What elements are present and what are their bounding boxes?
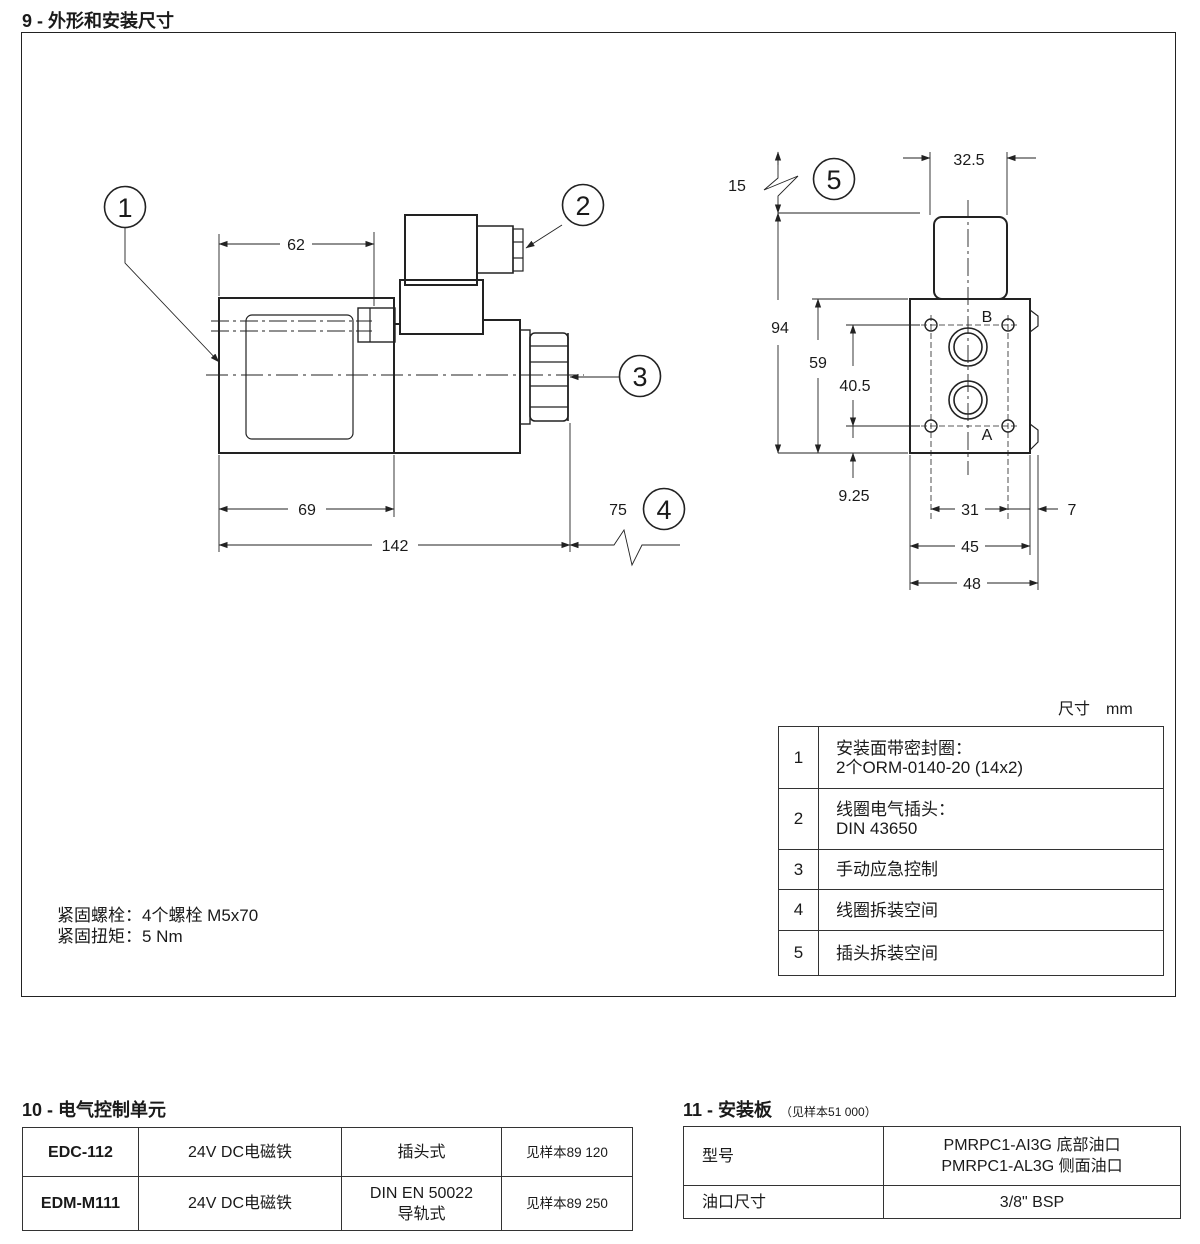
table-row: 油口尺寸 3/8" BSP — [683, 1185, 1181, 1219]
dim-32-5: 32.5 — [953, 152, 984, 169]
dim-59: 59 — [809, 355, 827, 372]
dim-75: 75 — [609, 502, 627, 519]
subplate-table: 型号 PMRPC1-AI3G 底部油口 PMRPC1-AL3G 侧面油口 油口尺… — [683, 1126, 1181, 1219]
fastener-notes: 紧固螺栓：4个螺栓 M5x70 紧固扭矩：5 Nm — [57, 905, 258, 947]
port-a-label: A — [982, 427, 993, 444]
valve-end-view — [763, 151, 1058, 590]
legend-num: 2 — [778, 788, 819, 850]
table-row: 型号 PMRPC1-AI3G 底部油口 PMRPC1-AL3G 侧面油口 — [683, 1126, 1181, 1186]
plug-top — [933, 216, 1008, 300]
type-cell: 插头式 — [341, 1127, 502, 1177]
dim-69: 69 — [298, 502, 316, 519]
dim-9-25: 9.25 — [838, 488, 869, 505]
fastener-bolts: 紧固螺栓：4个螺栓 M5x70 — [57, 906, 259, 925]
plug-base — [399, 279, 484, 335]
dim-7: 7 — [1068, 502, 1077, 519]
dim-62: 62 — [287, 237, 305, 254]
dim-40-5: 40.5 — [839, 378, 870, 395]
legend-table: 1 安装面带密封圈： 2个ORM-0140-20 (14x2) 2 线圈电气插头… — [778, 726, 1164, 976]
legend-row: 5 插头拆装空间 — [778, 930, 1164, 976]
solenoid-side-view — [124, 214, 680, 567]
tube-body — [393, 319, 521, 454]
dim-142: 142 — [382, 538, 409, 555]
legend-num: 1 — [778, 726, 819, 789]
callout-5-label: 5 — [826, 165, 841, 195]
port-b-label: B — [982, 309, 993, 326]
desc-cell: 24V DC电磁铁 — [138, 1127, 342, 1177]
dim-15: 15 — [728, 178, 746, 195]
callout-2-label: 2 — [575, 191, 590, 221]
drawing-frame — [21, 32, 1176, 997]
legend-text: 安装面带密封圈： 2个ORM-0140-20 (14x2) — [818, 726, 1164, 789]
legend-row: 4 线圈拆装空间 — [778, 889, 1164, 931]
technical-drawing: 62 69 142 75 15 32.5 94 59 40.5 9.25 31 … — [103, 151, 1077, 593]
valve-body — [909, 298, 1031, 454]
table-row: EDC-112 24V DC电磁铁 插头式 见样本89 120 — [22, 1127, 633, 1177]
type-cell: DIN EN 50022 导轨式 — [341, 1176, 502, 1231]
section-11-title: 11 - 安装板（见样本51 000） — [683, 1100, 877, 1120]
section-11-note: （见样本51 000） — [780, 1105, 877, 1119]
value-cell: 3/8" BSP — [883, 1185, 1181, 1219]
fastener-torque: 紧固扭矩：5 Nm — [57, 927, 183, 946]
callout-4 — [642, 487, 686, 531]
dim-31: 31 — [961, 502, 979, 519]
legend-row: 3 手动应急控制 — [778, 849, 1164, 890]
callout-4-label: 4 — [656, 495, 671, 525]
legend-row: 1 安装面带密封圈： 2个ORM-0140-20 (14x2) — [778, 726, 1164, 789]
desc-cell: 24V DC电磁铁 — [138, 1176, 342, 1231]
callout-1 — [103, 185, 147, 229]
dim-48: 48 — [963, 576, 981, 593]
callout-3-label: 3 — [632, 362, 647, 392]
legend-num: 4 — [778, 889, 819, 931]
legend-text: 手动应急控制 — [818, 849, 1164, 890]
legend-num: 3 — [778, 849, 819, 890]
units-label: 尺寸 mm — [1058, 701, 1133, 718]
section-10-title: 10 - 电气控制单元 — [22, 1100, 167, 1120]
label-cell: 型号 — [683, 1126, 884, 1186]
callout-2 — [561, 183, 605, 227]
legend-text: 线圈拆装空间 — [818, 889, 1164, 931]
control-units-table: EDC-112 24V DC电磁铁 插头式 见样本89 120 EDM-M111… — [22, 1127, 633, 1231]
plug-connector — [404, 214, 478, 286]
callout-1-label: 1 — [117, 193, 132, 223]
legend-row: 2 线圈电气插头： DIN 43650 — [778, 788, 1164, 850]
dim-45: 45 — [961, 539, 979, 556]
coil-window — [245, 314, 354, 440]
legend-num: 5 — [778, 930, 819, 976]
callout-3 — [618, 354, 662, 398]
value-cell: PMRPC1-AI3G 底部油口 PMRPC1-AL3G 侧面油口 — [883, 1126, 1181, 1186]
model-cell: EDM-M111 — [22, 1176, 139, 1231]
dim-94: 94 — [771, 320, 789, 337]
legend-text: 插头拆装空间 — [818, 930, 1164, 976]
label-cell: 油口尺寸 — [683, 1185, 884, 1219]
section-9-title: 9 - 外形和安装尺寸 — [22, 11, 175, 31]
callout-5 — [812, 157, 856, 201]
legend-text: 线圈电气插头： DIN 43650 — [818, 788, 1164, 850]
ref-cell: 见样本89 120 — [501, 1127, 633, 1177]
ref-cell: 见样本89 250 — [501, 1176, 633, 1231]
table-row: EDM-M111 24V DC电磁铁 DIN EN 50022 导轨式 见样本8… — [22, 1176, 633, 1231]
model-cell: EDC-112 — [22, 1127, 139, 1177]
